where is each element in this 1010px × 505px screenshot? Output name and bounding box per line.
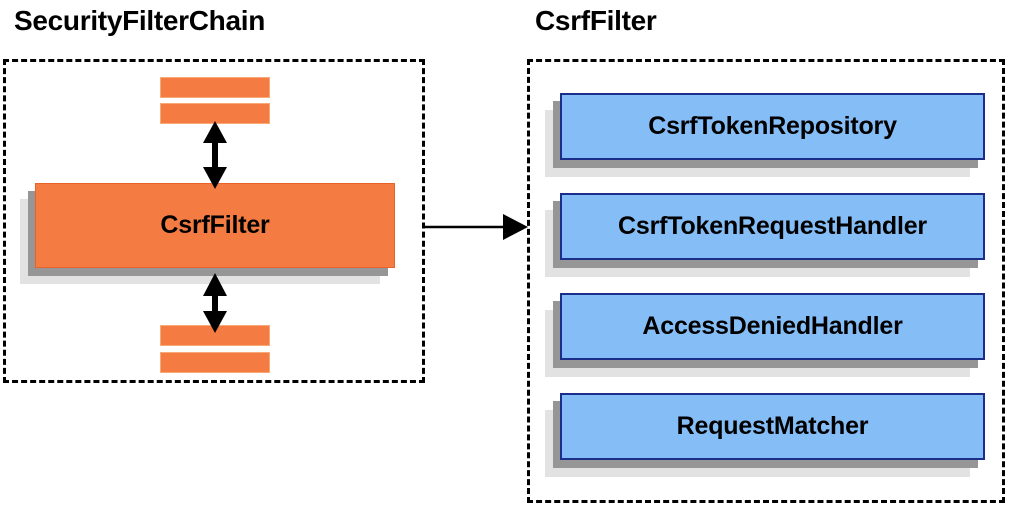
right-panel-title: CsrfFilter <box>535 5 657 36</box>
csrf-filter-collaborators-group <box>527 59 1005 503</box>
collaborator-request-matcher[interactable]: RequestMatcher <box>560 393 985 460</box>
collaborator-csrf-token-repository[interactable]: CsrfTokenRepository <box>560 93 985 160</box>
filter-stub-top-2 <box>160 103 270 124</box>
filter-stub-bottom-2 <box>160 352 270 373</box>
filter-stub-bottom-1 <box>160 325 270 346</box>
csrf-filter-block[interactable]: CsrfFilter <box>35 183 395 268</box>
security-filter-chain-group <box>3 59 425 383</box>
collaborator-csrf-token-request-handler[interactable]: CsrfTokenRequestHandler <box>560 193 985 260</box>
filter-stub-top-1 <box>160 77 270 98</box>
connector-arrow-icon <box>425 214 528 240</box>
left-panel-title: SecurityFilterChain <box>14 5 266 36</box>
collaborator-access-denied-handler[interactable]: AccessDeniedHandler <box>560 293 985 360</box>
